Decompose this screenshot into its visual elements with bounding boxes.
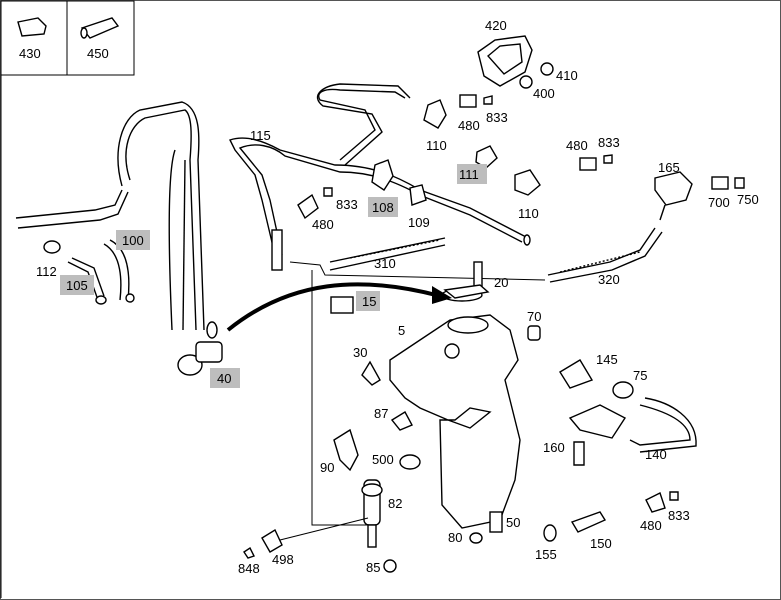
label-833-c: 833 [336, 197, 358, 212]
part-75-grommet [612, 381, 634, 399]
label-140: 140 [645, 447, 667, 462]
part-80-plug [469, 532, 483, 544]
parts-108-109 [371, 159, 427, 206]
label-833-b: 833 [598, 135, 620, 150]
highlight-108 [368, 197, 398, 217]
label-85: 85 [366, 560, 380, 575]
label-848: 848 [238, 561, 260, 576]
label-410: 410 [556, 68, 578, 83]
label-480-d: 480 [640, 518, 662, 533]
part-87-grommet [390, 411, 413, 431]
part-165-700-750 [654, 171, 745, 221]
part-145-bracket [559, 359, 594, 389]
highlight-111 [457, 164, 487, 184]
label-500: 500 [372, 452, 394, 467]
label-165: 165 [658, 160, 680, 175]
label-111: 111 [459, 167, 479, 182]
pump-20 [441, 261, 490, 302]
label-750: 750 [737, 192, 759, 207]
label-150: 150 [590, 536, 612, 551]
part-90-pump [333, 428, 359, 472]
label-480-b: 480 [566, 138, 588, 153]
part-85-ring [383, 559, 397, 573]
label-833-d: 833 [668, 508, 690, 523]
hose-310-320 [289, 227, 663, 283]
legend-label-450: 450 [87, 46, 109, 61]
legend-label-430: 430 [19, 46, 41, 61]
label-109: 109 [408, 215, 430, 230]
hose-115 [229, 83, 531, 256]
label-155: 155 [535, 547, 557, 562]
label-833-a: 833 [486, 110, 508, 125]
highlight-15 [356, 291, 380, 311]
label-82: 82 [388, 496, 402, 511]
sensor-480-833-b [514, 154, 613, 196]
part-140-nozzle-hose [568, 397, 697, 453]
part-498-848 [243, 517, 369, 559]
highlight-40 [210, 368, 240, 388]
gasket-icon [17, 17, 47, 37]
left-hose-assembly [15, 101, 223, 376]
label-480-c: 480 [312, 217, 334, 232]
hose-piece-icon [80, 17, 120, 39]
part-160-clip [573, 441, 585, 466]
label-420: 420 [485, 18, 507, 33]
label-5: 5 [398, 323, 405, 338]
sensor-480-833-a [423, 94, 493, 129]
label-498: 498 [272, 552, 294, 567]
label-50: 50 [506, 515, 520, 530]
label-108: 108 [372, 200, 394, 215]
label-105: 105 [66, 278, 88, 293]
part-15-gasket [330, 296, 354, 314]
label-90: 90 [320, 460, 334, 475]
part-82-pump [361, 479, 383, 548]
part-111 [475, 145, 498, 169]
label-160: 160 [543, 440, 565, 455]
legend-box: 430 450 [0, 0, 135, 76]
highlight-100 [116, 230, 150, 250]
label-110-a: 110 [426, 138, 447, 153]
reservoir-5 [389, 314, 521, 533]
label-100: 100 [122, 233, 144, 248]
label-40: 40 [217, 371, 231, 386]
label-310: 310 [374, 256, 396, 271]
part-150-155 [543, 491, 679, 542]
label-30: 30 [353, 345, 367, 360]
sensor-480-833-c [271, 187, 333, 271]
label-70: 70 [527, 309, 541, 324]
label-320: 320 [598, 272, 620, 287]
label-110-b: 110 [518, 206, 539, 221]
highlight-105 [60, 275, 94, 295]
label-15: 15 [362, 294, 376, 309]
part-500-grommet [399, 454, 421, 470]
part-420 [477, 35, 533, 87]
part-400-ring [519, 75, 533, 89]
label-700: 700 [708, 195, 730, 210]
part-70-cap [527, 325, 541, 341]
label-400: 400 [533, 86, 555, 101]
label-112: 112 [36, 264, 57, 279]
label-115: 115 [250, 128, 271, 143]
part-410-ring [540, 62, 554, 76]
part-30-bracket [361, 360, 381, 386]
label-80: 80 [448, 530, 462, 545]
label-87: 87 [374, 406, 388, 421]
label-480-a: 480 [458, 118, 480, 133]
label-145: 145 [596, 352, 618, 367]
label-20: 20 [494, 275, 508, 290]
label-75: 75 [633, 368, 647, 383]
